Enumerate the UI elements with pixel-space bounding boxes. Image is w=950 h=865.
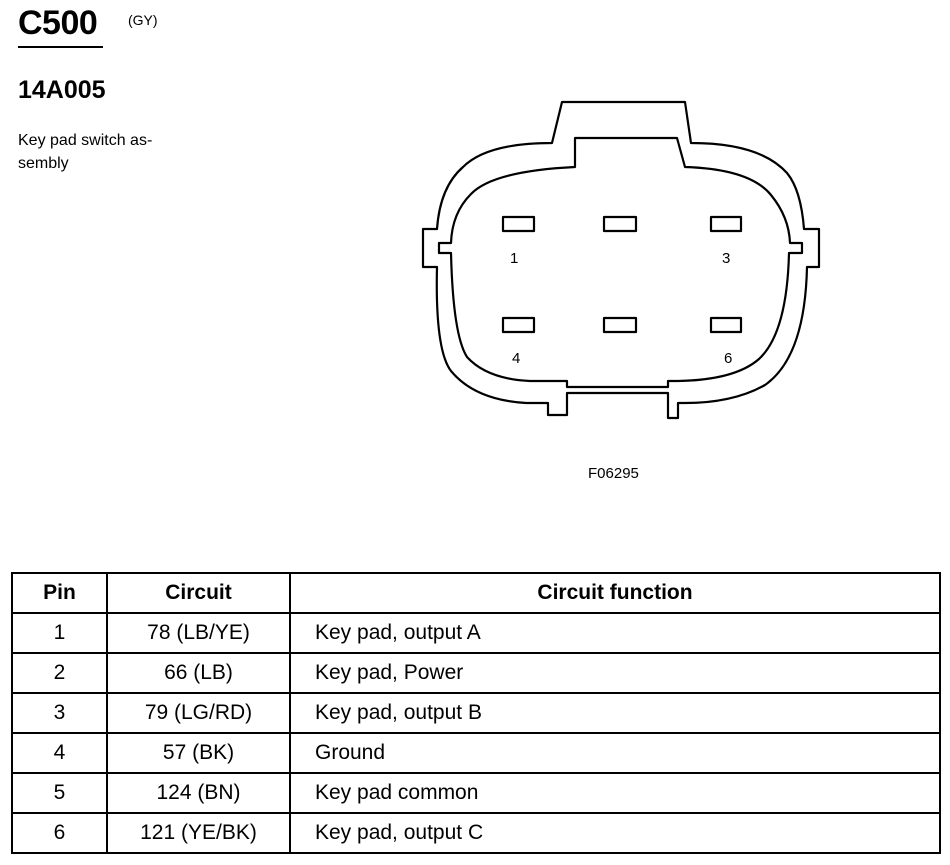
pin-cell: 3 <box>11 692 108 734</box>
pin-cell: 1 <box>11 612 108 654</box>
pin-cell: 5 <box>11 772 108 814</box>
pin-label-6: 6 <box>724 350 732 367</box>
table-row: 5 124 (BN) Key pad common <box>11 772 941 814</box>
pin-label-4: 4 <box>512 350 520 367</box>
connector-face-svg: 1 3 4 6 <box>421 100 821 420</box>
connector-face-diagram: 1 3 4 6 <box>415 95 835 430</box>
connector-outer-shell <box>421 100 821 420</box>
figure-id: F06295 <box>588 465 639 482</box>
pin-label-1: 1 <box>510 250 518 267</box>
function-cell: Ground <box>289 732 941 774</box>
table-row: 4 57 (BK) Ground <box>11 732 941 774</box>
connector-id-underline <box>18 46 103 48</box>
connector-description: Key pad switch as- sembly <box>18 132 153 172</box>
pin-cavity-3 <box>709 215 743 233</box>
function-cell: Key pad, output C <box>289 812 941 854</box>
pin-table: Pin Circuit Circuit function 1 78 (LB/YE… <box>11 572 941 854</box>
part-number: 14A005 <box>18 76 106 104</box>
header-circuit-function: Circuit function <box>289 572 941 614</box>
connector-inner-recess <box>437 136 804 389</box>
header-circuit: Circuit <box>106 572 291 614</box>
pin-cell: 2 <box>11 652 108 694</box>
table-row: 2 66 (LB) Key pad, Power <box>11 652 941 694</box>
circuit-cell: 66 (LB) <box>106 652 291 694</box>
function-cell: Key pad, Power <box>289 652 941 694</box>
circuit-cell: 57 (BK) <box>106 732 291 774</box>
circuit-cell: 121 (YE/BK) <box>106 812 291 854</box>
circuit-cell: 124 (BN) <box>106 772 291 814</box>
connector-color-code: (GY) <box>128 12 158 28</box>
pin-cavity-5 <box>602 316 638 334</box>
table-row: 3 79 (LG/RD) Key pad, output B <box>11 692 941 734</box>
header-pin: Pin <box>11 572 108 614</box>
circuit-cell: 78 (LB/YE) <box>106 612 291 654</box>
connector-id: C500 <box>18 4 98 42</box>
table-row: 6 121 (YE/BK) Key pad, output C <box>11 812 941 854</box>
function-cell: Key pad, output B <box>289 692 941 734</box>
pin-cavity-2 <box>602 215 638 233</box>
pin-cavity-1 <box>501 215 536 233</box>
circuit-cell: 79 (LG/RD) <box>106 692 291 734</box>
pin-cavity-4 <box>501 316 536 334</box>
table-header-row: Pin Circuit Circuit function <box>11 572 941 614</box>
pin-cavity-6 <box>709 316 743 334</box>
function-cell: Key pad, output A <box>289 612 941 654</box>
pin-label-3: 3 <box>722 250 730 267</box>
function-cell: Key pad common <box>289 772 941 814</box>
pin-cell: 4 <box>11 732 108 774</box>
table-row: 1 78 (LB/YE) Key pad, output A <box>11 612 941 654</box>
pin-cell: 6 <box>11 812 108 854</box>
